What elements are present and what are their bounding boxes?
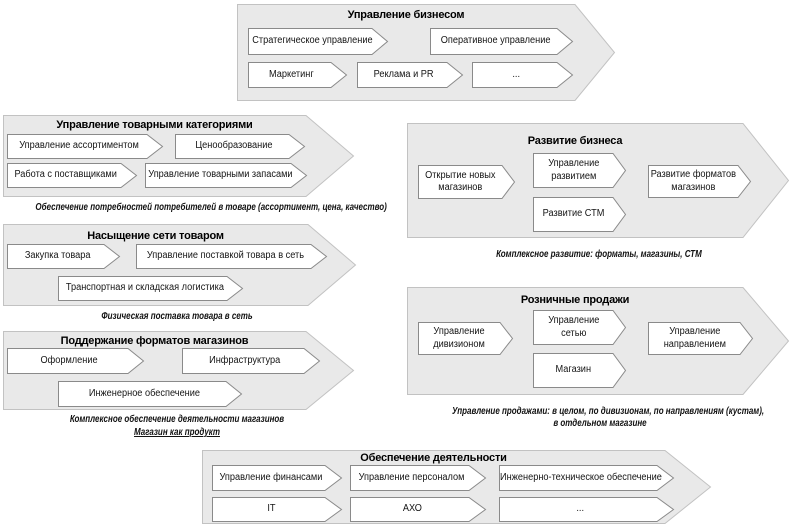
block-title-categories: Управление товарными категориями <box>56 119 253 131</box>
block-activity-support: Обеспечение деятельности Управление фина… <box>202 450 712 524</box>
process-format-development: Развитие форматов магазинов <box>648 165 752 198</box>
block-title-development: Развитие бизнеса <box>527 135 623 147</box>
block-business-development: Развитие бизнеса Открытие новых магазино… <box>407 123 790 238</box>
process-label: Управление сетью <box>547 315 600 339</box>
process-label: Инженерно-техническое обеспечение <box>499 471 662 483</box>
process-label: Управление развитием <box>547 158 600 182</box>
process-hr-management: Управление персоналом <box>350 465 487 491</box>
process-label: АХО <box>402 503 422 515</box>
process-label: Развитие форматов магазинов <box>650 169 737 193</box>
process-label: Реклама и PR <box>374 68 434 80</box>
caption-sales-line2: в отдельном магазине <box>553 418 647 429</box>
process-marketing: Маркетинг <box>248 62 348 88</box>
process-pricing: Ценообразование <box>175 134 306 159</box>
process-label: IT <box>266 503 276 515</box>
caption-formats-line2: Магазин как продукт <box>134 427 220 438</box>
block-title-saturation: Насыщение сети товаром <box>87 230 224 242</box>
process-assortment-management: Управление ассортиментом <box>7 134 164 159</box>
caption-sales-line1: Управление продажами: в целом, по дивизи… <box>452 406 765 417</box>
process-finance-management: Управление финансами <box>212 465 343 491</box>
process-goods-purchase: Закупка товара <box>7 244 121 269</box>
caption-saturation: Физическая поставка товара в сеть <box>101 311 253 322</box>
process-label: Ценообразование <box>195 140 273 152</box>
process-engineering-support: Инженерное обеспечение <box>58 381 243 407</box>
process-label: Управление товарными запасами <box>147 169 293 181</box>
block-title-business: Управление бизнесом <box>347 9 465 21</box>
block-title-support: Обеспечение деятельности <box>360 452 507 464</box>
process-label: Управление поставкой товара в сеть <box>146 250 305 262</box>
process-label: Оформление <box>40 354 99 366</box>
process-label: ... <box>576 503 585 515</box>
block-business-management: Управление бизнесом Стратегическое управ… <box>237 4 616 101</box>
process-store-design: Оформление <box>7 348 145 374</box>
process-advertising-pr: Реклама и PR <box>357 62 464 88</box>
block-title-formats: Поддержание форматов магазинов <box>60 335 249 347</box>
process-development-management: Управление развитием <box>533 153 627 188</box>
process-network-management: Управление сетью <box>533 310 627 345</box>
process-private-label-development: Развитие СТМ <box>533 197 627 232</box>
process-direction-management: Управление направлением <box>648 322 754 355</box>
process-label: Инфраструктура <box>209 354 281 366</box>
process-label: Управление ассортиментом <box>19 140 139 152</box>
process-aho: АХО <box>350 497 487 522</box>
block-category-management: Управление товарными категориями Управле… <box>3 115 355 197</box>
caption-categories: Обеспечение потребностей потребителей в … <box>35 202 387 213</box>
process-new-stores: Открытие новых магазинов <box>418 165 516 199</box>
process-label: Закупка товара <box>24 250 91 262</box>
process-label: Управление направлением <box>663 326 726 350</box>
block-retail-sales: Розничные продажи Управление дивизионом … <box>407 287 790 395</box>
process-it: IT <box>212 497 343 522</box>
process-store: Магазин <box>533 353 627 388</box>
process-label: Открытие новых магазинов <box>425 169 496 194</box>
process-strategic-management: Стратегическое управление <box>248 28 389 55</box>
process-supply-management: Управление поставкой товара в сеть <box>136 244 328 269</box>
process-label: Стратегическое управление <box>251 35 373 47</box>
caption-formats-line1: Комплексное обеспечение деятельности маг… <box>69 414 285 425</box>
process-label: Транспортная и складская логистика <box>65 282 224 294</box>
block-format-maintenance: Поддержание форматов магазинов Оформлени… <box>3 331 355 410</box>
process-label: Управление персоналом <box>359 471 465 483</box>
process-division-management: Управление дивизионом <box>418 322 514 355</box>
process-supplier-relations: Работа с поставщиками <box>7 163 138 188</box>
process-label: ... <box>512 68 521 80</box>
process-support-more: ... <box>499 497 675 522</box>
process-label: Управление дивизионом <box>433 326 486 350</box>
process-label: Инженерное обеспечение <box>88 387 200 399</box>
process-label: Развитие СТМ <box>542 208 605 220</box>
process-stock-management: Управление товарными запасами <box>145 163 308 188</box>
process-infrastructure: Инфраструктура <box>182 348 321 374</box>
block-title-sales: Розничные продажи <box>520 294 630 306</box>
process-label: Управление финансами <box>219 471 323 483</box>
process-business-more: ... <box>472 62 574 88</box>
process-label: Магазин <box>555 364 592 376</box>
process-label: Оперативное управление <box>440 35 551 47</box>
process-logistics: Транспортная и складская логистика <box>58 276 244 301</box>
block-network-saturation: Насыщение сети товаром Закупка товара Уп… <box>3 224 357 306</box>
process-label: Работа с поставщиками <box>14 169 118 181</box>
process-operational-management: Оперативное управление <box>430 28 574 55</box>
caption-development: Комплексное развитие: форматы, магазины,… <box>496 249 702 260</box>
process-label: Маркетинг <box>269 68 314 80</box>
process-technical-support: Инженерно-техническое обеспечение <box>499 465 675 491</box>
